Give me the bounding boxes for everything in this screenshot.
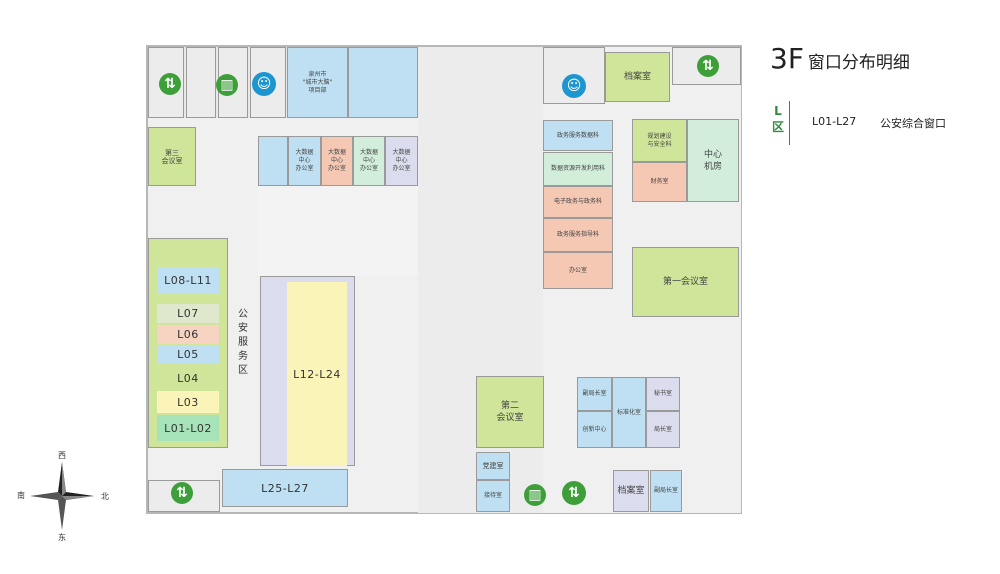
window-l06: L06 [157,325,219,344]
room-bigdata-1: 大数据 中心 办公室 [288,136,321,186]
central-hall-upper [258,186,418,276]
room-svc-data: 政务服务数据科 [543,120,613,151]
room-egov: 电子政务与政务科 [543,186,613,218]
room-bureau: 局长室 [646,411,680,448]
room-conference-2: 第二 会议室 [476,376,544,448]
legend-range: L01-L27 [812,115,857,128]
legend-desc: 公安综合窗口 [880,117,946,130]
room-planning: 规划建设 与安全科 [632,119,687,162]
room-innovation: 创新中心 [577,411,612,448]
room-archive-bottom: 档案室 [613,470,649,512]
room-city-brain-annex [348,47,418,118]
room-data-resource: 数据资源开发利用科 [543,152,613,186]
window-l05: L05 [157,345,219,364]
compass-north: 北 [101,492,109,501]
room-secretary: 秘书室 [646,377,680,411]
legend-divider [789,101,790,145]
room-office: 办公室 [543,252,613,289]
title-text: 窗口分布明细 [807,53,910,73]
window-l08-l11: L08-L11 [157,267,219,293]
window-l07: L07 [157,304,219,323]
compass-west: 西 [58,451,66,460]
stairs-icon: ▥ [216,74,238,96]
window-l12-l24: L12-L24 [287,282,347,466]
room-city-brain: 泉州市 "城市大脑" 项目部 [287,47,348,118]
room-party: 党建室 [476,452,510,480]
window-l03: L03 [157,391,219,413]
room-deputy-1: 副局长室 [577,377,612,411]
legend-zone: L 区 [771,103,785,135]
room-bigdata-3: 大数据 中心 办公室 [353,136,385,186]
elevator-icon-right: ⇅ [697,55,719,77]
room-standards: 标准化室 [612,377,646,448]
room-conference-1: 第一会议室 [632,247,739,317]
room-datacenter: 中心 机房 [687,119,739,202]
room-bigdata-0 [258,136,288,186]
compass-south: 南 [17,491,25,500]
room-archive-top: 档案室 [605,52,670,102]
legend-zone-word: 区 [771,120,784,134]
room-bigdata-2: 大数据 中心 办公室 [321,136,353,186]
restroom-icon-right: ☺ [562,74,586,98]
room-finance: 财务室 [632,162,687,202]
room-conference-3: 第三 会议室 [148,127,196,186]
elevator-icon: ⇅ [159,73,181,95]
room-reception: 接待室 [476,480,510,512]
restroom-icon: ☺ [252,72,276,96]
elevator-icon-bottom: ⇅ [562,481,586,505]
floor-label: 3F [770,42,804,75]
compass-rose-icon [22,452,102,540]
stairs-icon-bottom: ▥ [524,484,546,506]
window-l04: L04 [157,367,219,389]
compass-east: 东 [58,533,66,542]
window-l01-l02: L01-L02 [157,415,219,441]
room-deputy-2: 副局长室 [650,470,682,512]
window-l25-l27: L25-L27 [222,469,348,507]
legend-zone-letter: L [774,104,782,118]
room-svc-guide: 政务服务指导科 [543,218,613,252]
elevator-icon-bottom-left: ⇅ [171,482,193,504]
room-bigdata-4: 大数据 中心 办公室 [385,136,418,186]
restroom-left-2 [186,47,216,118]
zone-police-service: 公安服务区 [238,309,248,376]
